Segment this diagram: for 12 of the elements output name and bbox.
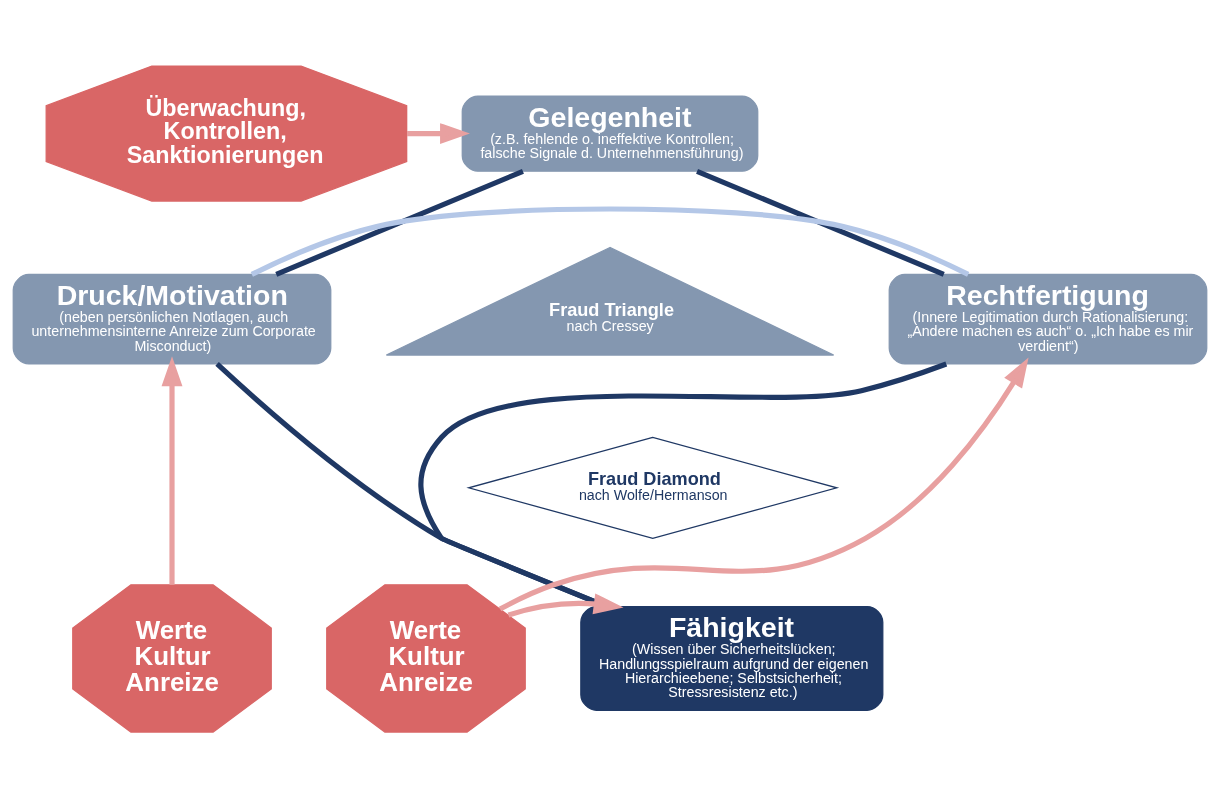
node-diamond: Fraud Diamond nach Wolfe/Hermanson: [466, 436, 840, 539]
connector: [250, 205, 970, 277]
node-box: Rechtfertigung (Innere Legitimation durch Rationalisierung: „Andere machen es auch“ o. „Ich habe es mir verdient“): [888, 273, 1208, 365]
node-box: Gelegenheit (z.B. fehlende o. ineffektive Kontrollen; falsche Signale d. Unternehmensführung): [461, 94, 759, 172]
arrow: [161, 355, 183, 585]
node-box: Fähigkeit (Wissen über Sicherheitslücken; Handlungsspielraum aufgrund der eigenen Hierarchieebene; Selbstsicherheit; Stressresistenz etc.): [580, 605, 884, 711]
arrow: [407, 122, 470, 144]
connector: [275, 168, 524, 277]
node-box: Druck/Motivation (neben persönlichen Notlagen, auch unternehmensinterne Anreize zum Corporate Misconduct): [12, 273, 332, 365]
arrow: [507, 592, 624, 618]
connector: [696, 168, 945, 277]
arrow: [498, 357, 1029, 611]
